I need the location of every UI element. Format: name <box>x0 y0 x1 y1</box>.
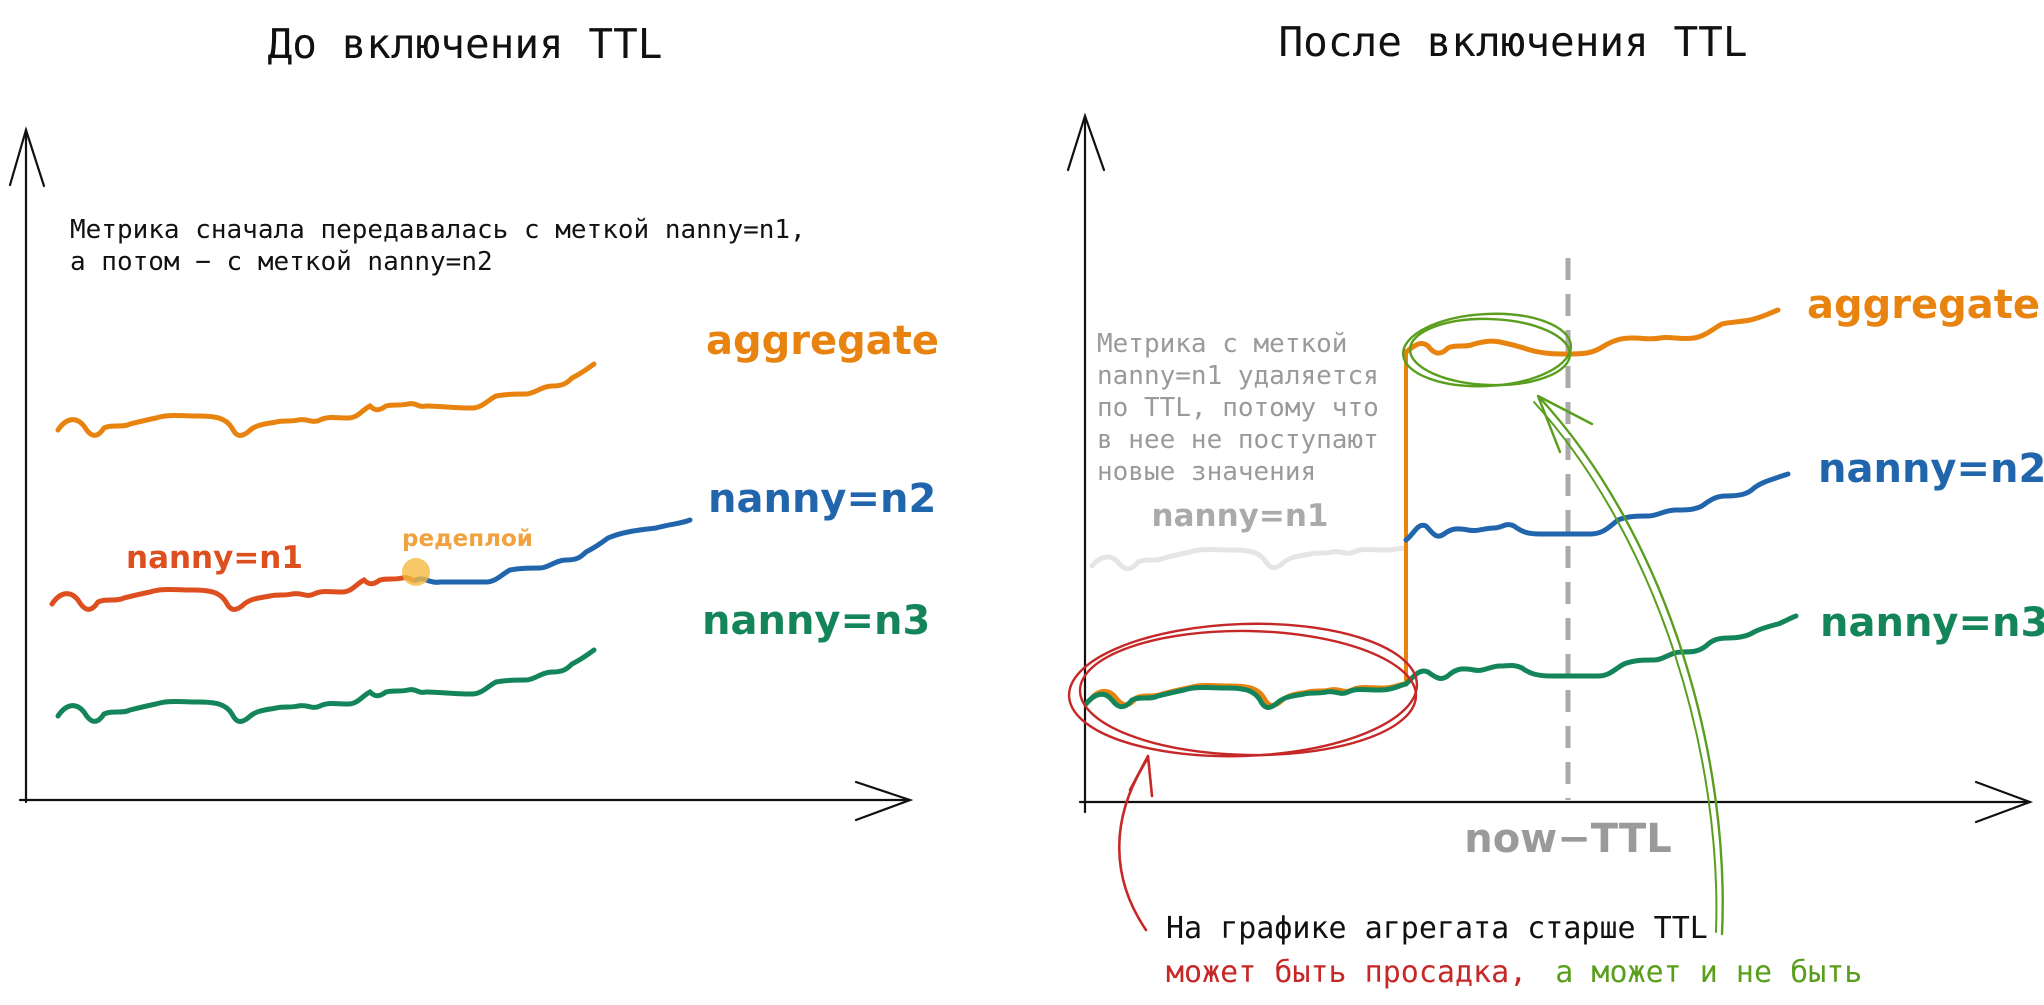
right-note-line1: Метрика с меткой <box>1097 329 1347 359</box>
left-panel: До включения TTL Метрика сначала передав… <box>8 20 939 822</box>
left-x-arrow <box>854 780 914 822</box>
right-n3-label: nanny=n3 <box>1820 600 2044 646</box>
left-n1-line <box>49 575 419 612</box>
right-note-line4: в нее не поступают <box>1097 425 1379 455</box>
right-n2-label: nanny=n2 <box>1818 446 2044 492</box>
left-note-line2: а потом − с меткой nanny=n2 <box>70 247 493 277</box>
no-dip-arrow <box>1538 396 1724 936</box>
right-panel: После включения TTL now−TTL Метрика с ме… <box>1066 18 2044 990</box>
right-title: После включения TTL <box>1279 18 1748 66</box>
left-y-arrow <box>8 126 46 188</box>
left-axes <box>8 126 914 822</box>
left-note-line1: Метрика сначала передавалась с меткой na… <box>70 215 806 245</box>
no-dip-arrow-stroke2 <box>1533 401 1718 933</box>
left-aggregate-line <box>58 364 594 435</box>
right-note-line2: nanny=n1 удаляется <box>1097 361 1379 391</box>
left-aggregate-label: aggregate <box>706 318 939 364</box>
ghost-n1-line <box>1089 545 1409 572</box>
footer-green-text: а может и не быть <box>1555 955 1862 990</box>
redeploy-dot <box>402 558 430 586</box>
left-n3-line <box>58 650 594 721</box>
left-title: До включения TTL <box>268 20 663 68</box>
left-n2-label: nanny=n2 <box>708 476 936 522</box>
right-n1-label: nanny=n1 <box>1152 498 1329 534</box>
dip-arrowhead <box>1128 754 1154 798</box>
no-dip-circle <box>1401 312 1573 388</box>
footer-line2: может быть просадка, а может и не быть <box>1166 955 1862 990</box>
right-note-line3: по TTL, потому что <box>1097 393 1379 423</box>
footer-line1: На графике агрегата старше TTL <box>1166 911 1708 946</box>
right-y-arrow <box>1066 112 1106 172</box>
redeploy-label: редеплой <box>402 526 533 552</box>
now-ttl-label: now−TTL <box>1464 816 1671 862</box>
footer-red-text: может быть просадка, <box>1166 955 1527 990</box>
right-n3-line <box>1083 613 1799 710</box>
right-axes <box>1066 112 2034 824</box>
dip-circle <box>1067 622 1419 758</box>
left-n2-line <box>413 517 693 585</box>
right-note-line5: новые значения <box>1097 457 1316 487</box>
left-n3-label: nanny=n3 <box>702 598 930 644</box>
no-dip-arrowhead <box>1536 394 1594 454</box>
left-n1-label: nanny=n1 <box>126 540 303 576</box>
right-aggregate-label: aggregate <box>1807 282 2040 328</box>
right-n2-line <box>1403 471 1791 543</box>
right-x-arrow <box>1974 780 2034 824</box>
right-aggregate-high-line <box>1403 307 1781 357</box>
